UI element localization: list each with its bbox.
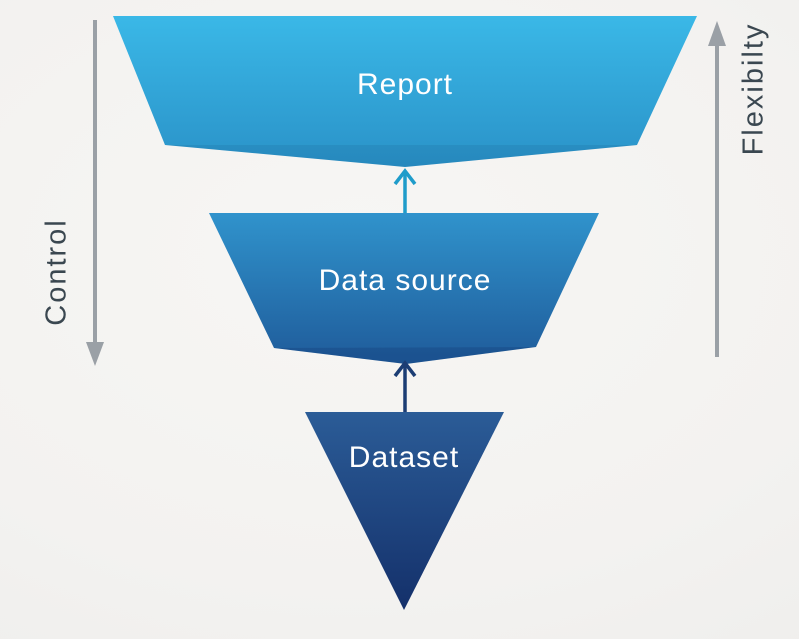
dataset-level-label: Dataset bbox=[348, 441, 460, 474]
report-level-label: Report bbox=[356, 68, 454, 101]
control-axis-label: Control bbox=[40, 218, 73, 326]
down-arrow-icon bbox=[86, 20, 104, 366]
funnel-level-dataset bbox=[305, 412, 504, 610]
funnel-level-report bbox=[113, 16, 697, 167]
flexibility-axis-label: Flexibilty bbox=[737, 22, 770, 156]
funnel-level-data-source bbox=[209, 213, 599, 364]
up-arrow-icon bbox=[393, 360, 417, 412]
up-arrow-icon bbox=[708, 21, 726, 357]
data-source-level-label: Data source bbox=[318, 264, 492, 297]
up-arrow-icon bbox=[393, 168, 417, 213]
